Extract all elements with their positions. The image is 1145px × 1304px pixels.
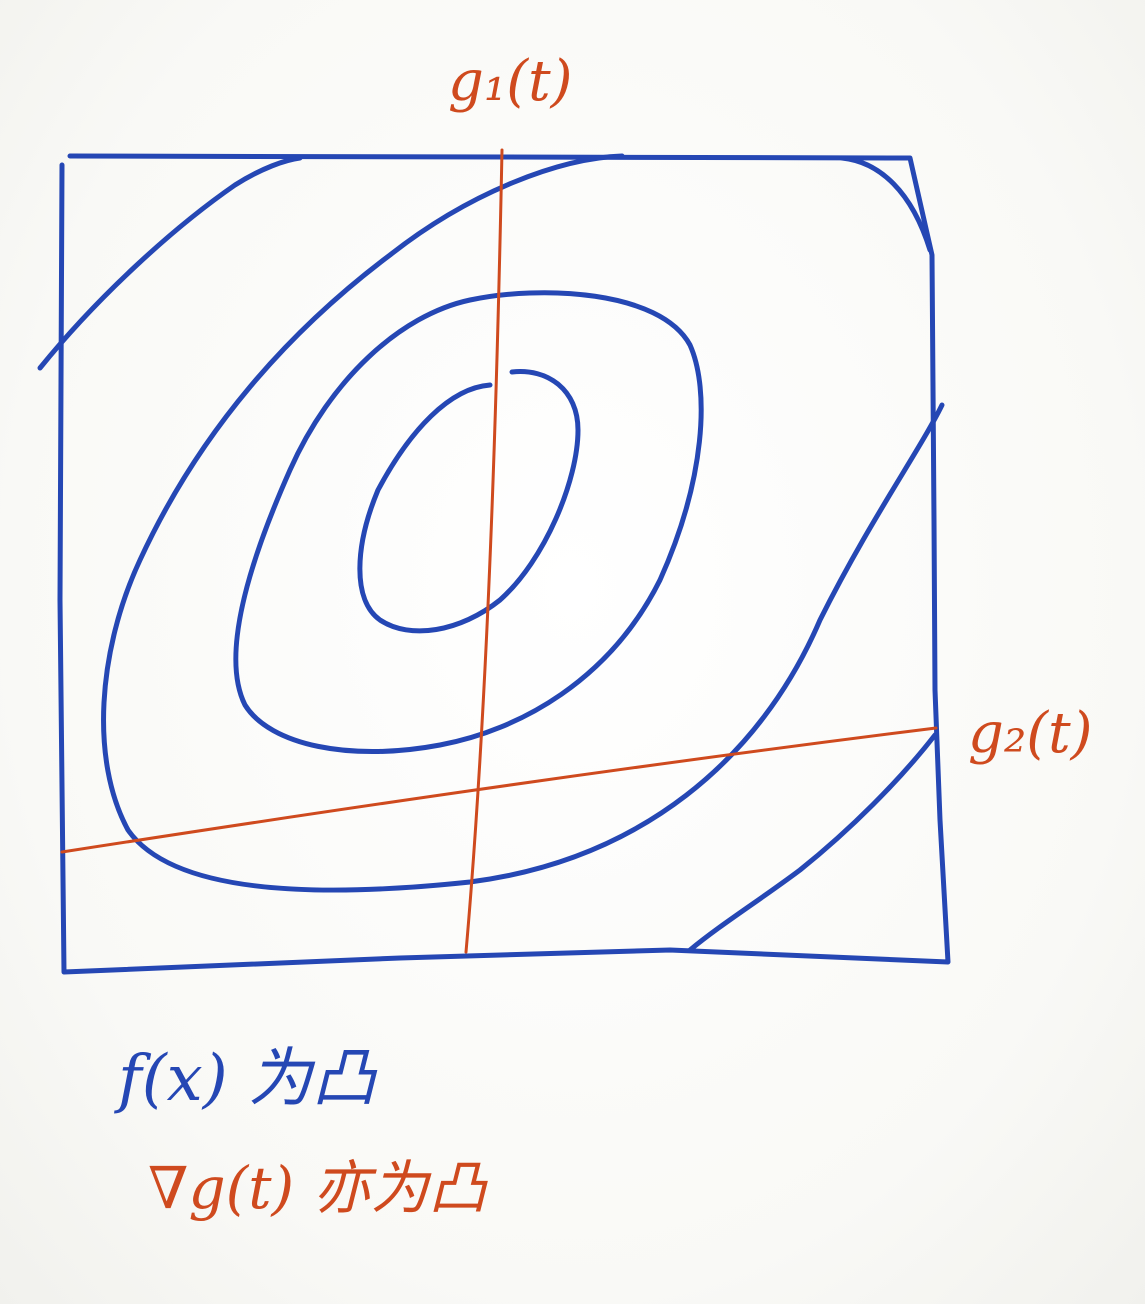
g2-axis-line (60, 726, 938, 854)
g1-label: g₁(t) (448, 49, 573, 114)
g1-axis-line (464, 148, 504, 954)
note-grad-g-convex: ∇g(t) 亦为凸 (148, 1154, 489, 1222)
bounding-box (57, 153, 951, 975)
note-f-convex: f(x) 为凸 (114, 1042, 378, 1116)
contour-middle (233, 290, 704, 755)
contour-outer (101, 153, 945, 893)
contour-inner (357, 369, 581, 634)
g2-label: g₂(t) (968, 701, 1093, 766)
contour-top-left-arc (37, 155, 303, 371)
contour-top-right-arc (839, 155, 933, 253)
contour-lower-right (687, 732, 938, 953)
